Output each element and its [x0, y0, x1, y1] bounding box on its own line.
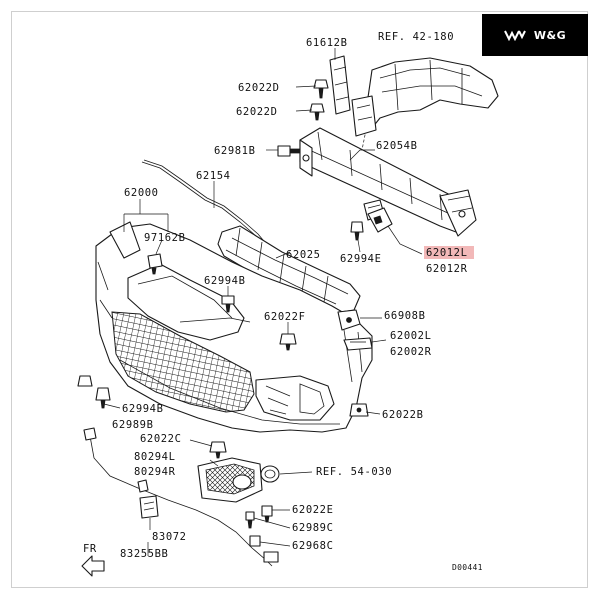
label-62989c: 62989C	[292, 522, 334, 534]
label-62012r: 62012R	[426, 263, 468, 275]
brand-text: W&G	[533, 28, 567, 42]
diagram-frame	[11, 11, 588, 588]
label-62002l: 62002L	[390, 330, 432, 342]
label-80294l: 80294L	[134, 451, 176, 463]
clip-62022f	[279, 333, 297, 351]
front-bumper-62000	[95, 221, 373, 433]
label-62022e: 62022E	[292, 504, 334, 516]
front-direction-arrow-icon	[81, 555, 105, 577]
label-62994e: 62994E	[340, 253, 382, 265]
clip-62994b-lower	[77, 375, 111, 409]
label-62054b: 62054B	[376, 140, 418, 152]
insulator-97162b	[147, 253, 163, 275]
label-62994b-b: 62994B	[122, 403, 164, 415]
brand-mark-icon	[503, 30, 526, 41]
bracket-66908b	[337, 309, 361, 331]
label-62022d-a: 62022D	[238, 82, 280, 94]
label-83255bb: 83255BB	[120, 548, 168, 560]
leader-lines	[103, 48, 423, 556]
highlight-62012l	[424, 246, 474, 259]
label-62994b-a: 62994B	[204, 275, 246, 287]
label-62022b: 62022B	[382, 409, 424, 421]
label-ref-54-030: REF. 54-030	[316, 466, 392, 478]
label-62025: 62025	[286, 249, 321, 261]
label-62968c: 62968C	[292, 540, 334, 552]
clip-62968c	[249, 535, 261, 547]
label-97162b: 97162B	[144, 232, 186, 244]
connector-83255bb	[139, 495, 159, 519]
label-62989b: 62989B	[112, 419, 154, 431]
part-labels: 61612B REF. 42-180 62022D 62022D 62981B …	[112, 31, 483, 572]
label-62981b: 62981B	[214, 145, 256, 157]
label-ref-42-180: REF. 42-180	[378, 31, 454, 43]
label-80294r: 80294R	[134, 466, 176, 478]
clip-62022e	[261, 505, 273, 523]
label-83072: 83072	[152, 531, 187, 543]
clip-62994b-upper	[221, 295, 235, 313]
label-62154: 62154	[196, 170, 231, 182]
label-62002r: 62002R	[390, 346, 432, 358]
clip-62022d-b	[309, 103, 325, 121]
label-61612b: 61612B	[306, 37, 348, 49]
diagram-code: D00441	[452, 563, 483, 572]
bracket-62012	[367, 207, 393, 233]
wiring-harness-83072	[83, 427, 279, 567]
clip-62022c	[209, 441, 227, 459]
screw-62989c	[245, 511, 255, 529]
label-62000: 62000	[124, 187, 159, 199]
label-66908b: 66908B	[384, 310, 426, 322]
label-62022f: 62022F	[264, 311, 306, 323]
label-62012l: 62012L	[426, 247, 468, 259]
clip-62022d-a	[313, 79, 329, 99]
label-62022d-b: 62022D	[236, 106, 278, 118]
label-62022c: 62022C	[140, 433, 182, 445]
direction-label: FR	[83, 543, 97, 555]
bracket-62002	[343, 337, 373, 351]
foglamp-cover-80294	[197, 457, 263, 503]
brand-logo: W&G	[482, 14, 588, 56]
bracket-61612b	[329, 55, 377, 137]
foglamp-ref	[260, 465, 280, 483]
bolt-62981b	[277, 145, 301, 157]
reinforcement-62054b	[299, 127, 477, 237]
clip-62022b	[349, 403, 369, 417]
